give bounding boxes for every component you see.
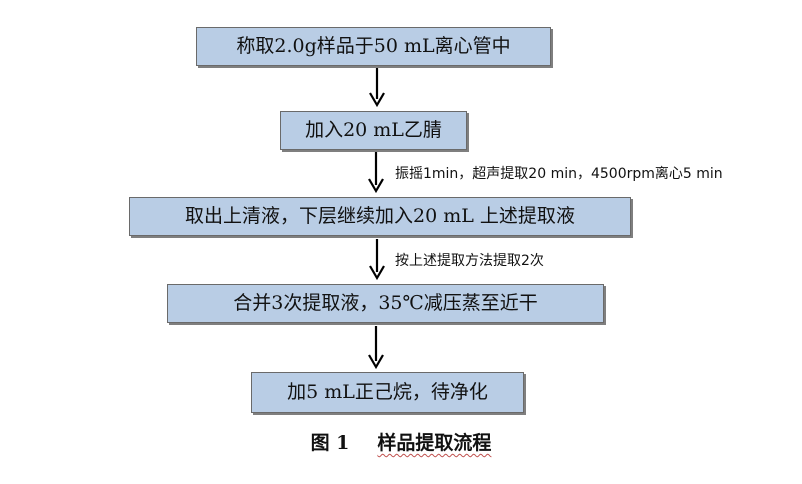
step-weigh-sample: 称取2.0g样品于50 mL离心管中 [196, 27, 551, 66]
arrow-down-icon [369, 68, 385, 108]
step-add-acetonitrile: 加入20 mL乙腈 [280, 111, 467, 150]
step-add-hexane-label: 加5 mL正己烷，待净化 [287, 381, 488, 403]
figure-caption: 图 1 样品提取流程 [0, 428, 802, 455]
figure-title: 样品提取流程 [377, 432, 492, 454]
figure-number: 图 1 [310, 432, 350, 454]
step-combine-evaporate-label: 合并3次提取液，35℃减压蒸至近干 [233, 292, 538, 314]
step-take-supernatant-label: 取出上清液，下层继续加入20 mL 上述提取液 [185, 205, 575, 227]
note-repeat-extraction: 按上述提取方法提取2次 [395, 253, 544, 269]
step-weigh-sample-label: 称取2.0g样品于50 mL离心管中 [236, 35, 511, 57]
step-take-supernatant: 取出上清液，下层继续加入20 mL 上述提取液 [129, 197, 631, 236]
step-add-hexane: 加5 mL正己烷，待净化 [251, 372, 524, 413]
step-add-acetonitrile-label: 加入20 mL乙腈 [305, 119, 442, 141]
arrow-down-icon [368, 152, 384, 194]
arrow-down-icon [369, 239, 385, 281]
step-combine-evaporate: 合并3次提取液，35℃减压蒸至近干 [167, 284, 604, 323]
note-shake-sonicate-centrifuge: 振摇1min，超声提取20 min，4500rpm离心5 min [395, 166, 723, 182]
arrow-down-icon [368, 326, 384, 370]
